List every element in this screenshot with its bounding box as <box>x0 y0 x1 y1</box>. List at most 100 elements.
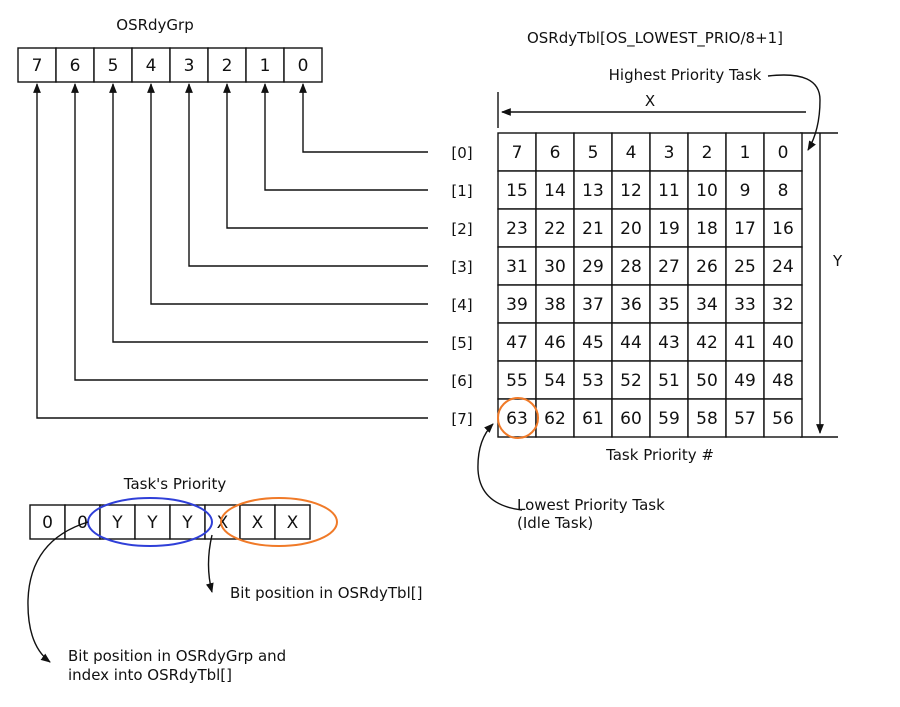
osrdytbl-priority-number: 22 <box>544 219 566 239</box>
task-priority-bit-cell <box>204 504 241 540</box>
osrdytbl-priority-number: 47 <box>506 333 528 353</box>
osrdytbl-cell <box>725 284 765 324</box>
task-priority-bit-label: Y <box>181 513 193 533</box>
osrdytbl-cell <box>535 284 575 324</box>
osrdytbl-priority-number: 56 <box>772 409 794 429</box>
osrdytbl-priority-number: 33 <box>734 295 756 315</box>
osrdytbl-cell <box>535 398 575 438</box>
osrdytbl-cell <box>535 360 575 400</box>
osrdytbl-priority-number: 58 <box>696 409 718 429</box>
osrdytbl-priority-number: 45 <box>582 333 604 353</box>
osrdytbl-cell <box>725 246 765 286</box>
osrdytbl-priority-number: 6 <box>550 143 561 163</box>
osrdytbl-priority-number: 1 <box>740 143 751 163</box>
osrdytbl-cell <box>573 170 613 210</box>
osrdytbl-priority-number: 11 <box>658 181 680 201</box>
osrdytbl-cell <box>573 284 613 324</box>
osrdytbl-priority-number: 21 <box>582 219 604 239</box>
osrdytbl-priority-number: 26 <box>696 257 718 277</box>
osrdytbl-priority-number: 53 <box>582 371 604 391</box>
osrdytbl-row-index: [5] <box>451 334 472 352</box>
osrdygrp-bit-cell <box>207 47 247 83</box>
x-label: X <box>645 92 655 110</box>
osrdytbl-cell <box>687 208 727 248</box>
osrdytbl-priority-number: 57 <box>734 409 756 429</box>
osrdytbl-cell <box>649 360 689 400</box>
osrdytbl-cell <box>611 398 651 438</box>
osrdytbl-priority-number: 35 <box>658 295 680 315</box>
task-priority-title: Task's Priority <box>123 475 227 493</box>
osrdytbl-priority-number: 3 <box>664 143 675 163</box>
osrdytbl-priority-number: 51 <box>658 371 680 391</box>
index-to-grp-bit-connector <box>147 83 428 305</box>
osrdytbl-row-index: [1] <box>451 182 472 200</box>
task-priority-bit-label: X <box>287 513 299 533</box>
osrdytbl-priority-number: 40 <box>772 333 794 353</box>
osrdytbl-cell <box>611 322 651 362</box>
idle-task-label: (Idle Task) <box>517 514 593 532</box>
osrdytbl-cell <box>763 132 803 172</box>
osrdytbl-cell <box>649 398 689 438</box>
osrdytbl-row-index: [2] <box>451 220 472 238</box>
index-to-grp-bit-connector <box>299 83 428 153</box>
osrdytbl-priority-number: 50 <box>696 371 718 391</box>
osrdytbl-priority-number: 59 <box>658 409 680 429</box>
osrdytbl-cell <box>573 398 613 438</box>
x-bits-highlight-ellipse <box>220 497 338 547</box>
bit-position-grp-arrow <box>27 521 89 663</box>
task-priority-number-label: Task Priority # <box>605 446 714 464</box>
osrdytbl-cell <box>725 322 765 362</box>
index-to-grp-bit-connector <box>71 83 428 381</box>
osrdytbl-priority-number: 49 <box>734 371 756 391</box>
osrdytbl-priority-number: 34 <box>696 295 718 315</box>
task-priority-bit-cell <box>29 504 66 540</box>
osrdytbl-priority-number: 32 <box>772 295 794 315</box>
bit-position-grp-label: Bit position in OSRdyGrp and <box>68 647 286 665</box>
osrdytbl-priority-number: 37 <box>582 295 604 315</box>
task-priority-bit-label: X <box>252 513 264 533</box>
osrdygrp-bit-label: 6 <box>70 56 81 76</box>
osrdytbl-priority-number: 60 <box>620 409 642 429</box>
osrdygrp-bit-cell <box>93 47 133 83</box>
osrdytbl-priority-number: 36 <box>620 295 642 315</box>
task-priority-bit-cell <box>134 504 171 540</box>
osrdytbl-priority-number: 39 <box>506 295 528 315</box>
osrdytbl-row-index: [7] <box>451 410 472 428</box>
lowest-priority-arrow <box>477 423 523 511</box>
osrdytbl-priority-number: 10 <box>696 181 718 201</box>
osrdytbl-priority-number: 41 <box>734 333 756 353</box>
osrdytbl-priority-number: 52 <box>620 371 642 391</box>
osrdygrp-bit-cell <box>245 47 285 83</box>
osrdytbl-row-index: [4] <box>451 296 472 314</box>
osrdytbl-priority-number: 42 <box>696 333 718 353</box>
index-into-tbl-label: index into OSRdyTbl[] <box>68 666 232 684</box>
osrdytbl-cell <box>763 398 803 438</box>
osrdytbl-cell <box>763 322 803 362</box>
highest-priority-arrow <box>767 74 821 151</box>
osrdytbl-priority-number: 31 <box>506 257 528 277</box>
osrdytbl-cell <box>573 360 613 400</box>
osrdytbl-cell <box>763 208 803 248</box>
task-priority-bit-label: Y <box>146 513 158 533</box>
osrdytbl-priority-number: 62 <box>544 409 566 429</box>
osrdytbl-priority-number: 27 <box>658 257 680 277</box>
osrdytbl-cell <box>725 398 765 438</box>
index-to-grp-bit-connector <box>33 83 428 419</box>
bit-position-tbl-label: Bit position in OSRdyTbl[] <box>230 584 422 602</box>
lowest-priority-highlight-circle <box>497 397 539 439</box>
task-priority-bit-cell <box>274 504 311 540</box>
osrdytbl-cell <box>497 170 537 210</box>
osrdytbl-priority-number: 46 <box>544 333 566 353</box>
osrdytbl-priority-number: 8 <box>778 181 789 201</box>
osrdytbl-priority-number: 55 <box>506 371 528 391</box>
osrdytbl-priority-number: 12 <box>620 181 642 201</box>
osrdytbl-cell <box>687 398 727 438</box>
index-to-grp-bit-connector <box>185 83 428 267</box>
osrdytbl-priority-number: 54 <box>544 371 566 391</box>
osrdytbl-priority-number: 0 <box>778 143 789 163</box>
osrdytbl-cell <box>611 360 651 400</box>
osrdytbl-priority-number: 44 <box>620 333 642 353</box>
